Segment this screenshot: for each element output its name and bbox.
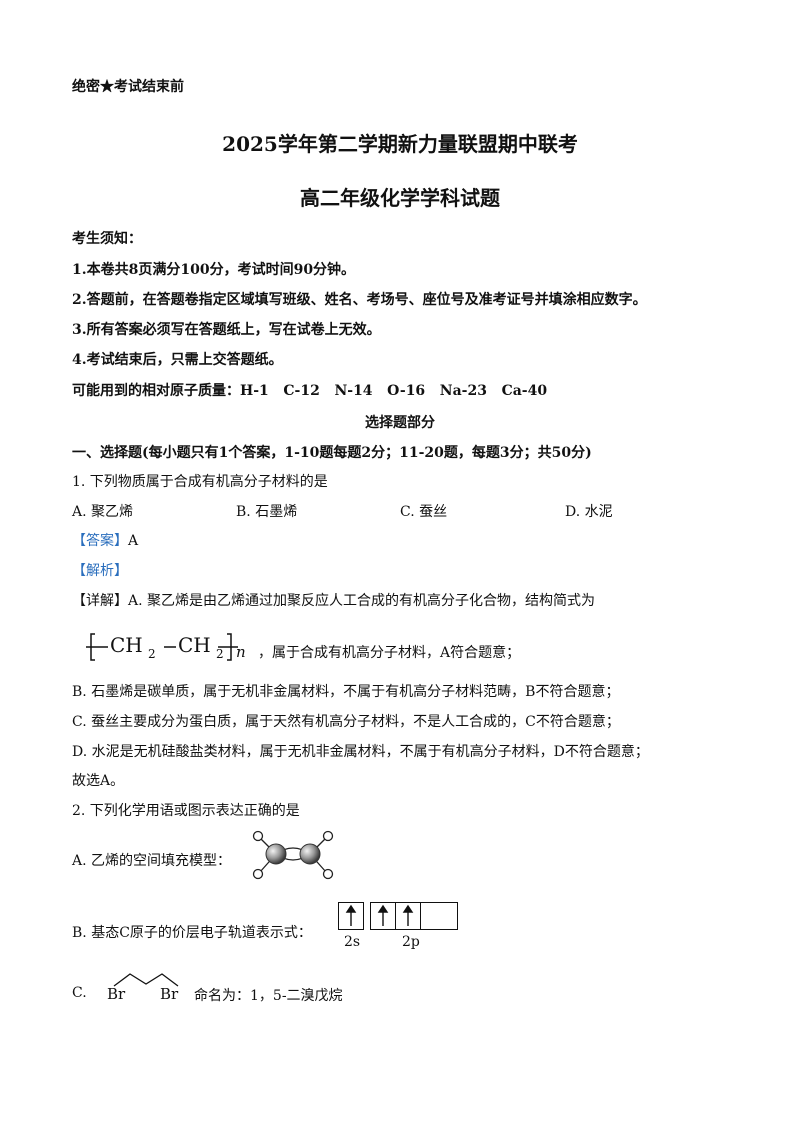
- q1-detail-d: D. 水泥是无机硅酸盐类材料，属于无机非金属材料，不属于有机高分子材料，D不符合…: [72, 744, 649, 760]
- exam-subtitle: 高二年级化学学科试题: [300, 186, 500, 210]
- q1-option-c: C. 蚕丝: [400, 504, 448, 520]
- q1-option-b: B. 石墨烯: [236, 504, 298, 520]
- orbital-box-2s: [338, 902, 364, 930]
- q1-conclusion: 故选A。: [72, 773, 125, 789]
- part-instructions: 一、选择题(每小题只有1个答案，1-10题每题2分；11-20题，每题3分；共5…: [72, 445, 592, 461]
- orbital-label-2s: 2s: [344, 934, 361, 950]
- q2-option-c-label: C.: [72, 985, 87, 1001]
- polymer-brackets: [86, 633, 238, 661]
- bromine-left: Br: [107, 985, 126, 1003]
- formula-n: n: [236, 643, 246, 661]
- orbital-diagram: 2s 2p: [338, 902, 462, 958]
- dibromopentane-skeleton-icon: [113, 973, 179, 987]
- polyethylene-formula: CH 2 CH 2 n: [86, 626, 256, 666]
- q2-option-b: B. 基态C原子的价层电子轨道表示式：: [72, 925, 312, 941]
- notice-item: 2.答题前，在答题卷指定区域填写班级、姓名、考场号、座位号及准考证号并填涂相应数…: [72, 292, 647, 308]
- q2-option-c-text: 命名为：1，5-二溴戊烷: [194, 988, 343, 1004]
- q1-detail-b: B. 石墨烯是碳单质，属于无机非金属材料，不属于有机高分子材料范畴，B不符合题意…: [72, 684, 620, 700]
- exam-title: 2025学年第二学期新力量联盟期中联考: [222, 132, 578, 156]
- formula-ch: CH: [178, 633, 211, 657]
- orbital-label-2p: 2p: [402, 934, 420, 950]
- atomic-mass-line: 可能用到的相对原子质量：H-1 C-12 N-14 O-16 Na-23 Ca-…: [72, 383, 548, 399]
- q1-formula-tail: ，属于合成有机高分子材料，A符合题意；: [258, 645, 521, 661]
- notice-item: 1.本卷共8页满分100分，考试时间90分钟。: [72, 262, 356, 278]
- q1-stem: 1. 下列物质属于合成有机高分子材料的是: [72, 474, 328, 490]
- q2-stem: 2. 下列化学用语或图示表达正确的是: [72, 803, 300, 819]
- answer-value: A: [128, 533, 139, 549]
- detail-a-text: A. 聚乙烯是由乙烯通过加聚反应人工合成的有机高分子化合物，结构简式为: [128, 593, 596, 609]
- bromine-right: Br: [160, 985, 179, 1003]
- ethylene-space-filling-model-icon: [252, 830, 334, 880]
- secret-label: 绝密★考试结束前: [72, 79, 184, 95]
- q1-answer: 【答案】A: [72, 530, 138, 550]
- orbital-box-2p: [420, 902, 458, 930]
- section-title: 选择题部分: [365, 415, 435, 431]
- formula-subscript: 2: [216, 647, 224, 661]
- q1-option-a: A. 聚乙烯: [72, 504, 134, 520]
- q1-analysis-label: 【解析】: [72, 563, 128, 579]
- electron-up-arrow-icons: [345, 904, 414, 926]
- q1-detail-a: 【详解】A. 聚乙烯是由乙烯通过加聚反应人工合成的有机高分子化合物，结构简式为: [72, 590, 595, 610]
- detail-label: 【详解】: [72, 593, 128, 609]
- q1-detail-c: C. 蚕丝主要成分为蛋白质，属于天然有机高分子材料，不是人工合成的，C不符合题意…: [72, 714, 620, 730]
- formula-subscript: 2: [148, 647, 156, 661]
- q2-option-a: A. 乙烯的空间填充模型：: [72, 853, 232, 869]
- q1-option-d: D. 水泥: [565, 504, 613, 520]
- formula-ch: CH: [110, 633, 143, 657]
- answer-label: 【答案】: [72, 533, 128, 549]
- notice-item: 4.考试结束后，只需上交答题纸。: [72, 352, 283, 368]
- notice-item: 3.所有答案必须写在答题纸上，写在试卷上无效。: [72, 322, 381, 338]
- notice-heading: 考生须知：: [72, 231, 142, 247]
